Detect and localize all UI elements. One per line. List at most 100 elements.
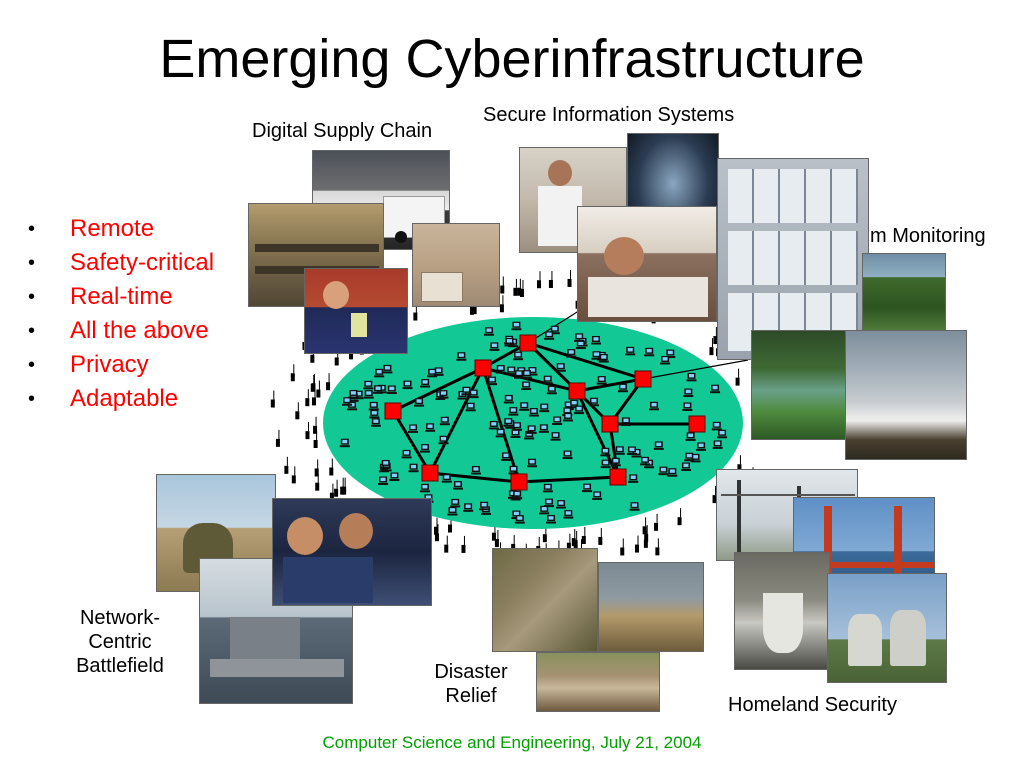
computer-node <box>649 401 660 411</box>
computer-node <box>658 466 669 476</box>
sensor-node <box>536 271 541 289</box>
sensor-node <box>737 455 742 473</box>
computer-node <box>644 347 655 357</box>
computer-node <box>685 432 696 441</box>
computer-node <box>521 370 532 379</box>
computer-node <box>710 384 721 394</box>
computer-node <box>513 370 524 379</box>
sensor-node <box>444 535 449 553</box>
computer-node <box>470 466 481 475</box>
computer-node <box>438 390 449 399</box>
computer-node <box>653 441 664 450</box>
computer-node <box>452 481 463 490</box>
sensor-node <box>677 508 682 526</box>
computer-node <box>620 417 631 426</box>
computer-node <box>591 351 602 360</box>
computer-node <box>682 402 693 411</box>
computer-node <box>574 405 585 415</box>
computer-node <box>339 438 350 448</box>
computer-node <box>370 418 381 427</box>
computer-node <box>380 459 391 469</box>
page-title: Emerging Cyberinfrastructure <box>159 29 865 89</box>
computer-node <box>456 352 467 361</box>
computer-node <box>487 376 498 386</box>
computer-nodes <box>339 321 728 524</box>
computer-node <box>544 331 555 340</box>
computer-node <box>631 448 642 458</box>
computer-node <box>420 379 431 388</box>
router-node <box>568 382 586 400</box>
computer-node <box>600 447 611 457</box>
computer-node <box>528 408 539 417</box>
router-node <box>609 468 627 486</box>
router-node <box>510 473 528 491</box>
computer-node <box>508 407 519 416</box>
computer-node <box>342 397 353 406</box>
caption-secure-information-systems: Secure Information Systems <box>483 104 735 126</box>
computer-node <box>686 372 697 382</box>
computer-node <box>479 501 490 511</box>
server-rack-photo <box>717 158 869 360</box>
sensor-node <box>642 517 647 535</box>
router-link <box>518 475 619 484</box>
computer-node <box>610 457 621 467</box>
headset-crew-photo <box>272 498 432 606</box>
computer-node <box>588 397 599 407</box>
computer-node <box>465 402 476 412</box>
sensor-node <box>305 389 310 407</box>
computer-node <box>419 444 430 453</box>
sensor-node <box>295 402 300 420</box>
caption-digital-supply-chain: Digital Supply Chain <box>252 120 433 142</box>
sensor-node <box>311 388 316 406</box>
computer-node <box>542 483 553 493</box>
bullet-item: •All the above <box>28 317 209 344</box>
computer-node <box>512 422 523 431</box>
computer-node <box>495 365 506 374</box>
sensor-node <box>511 534 516 552</box>
sensor-node <box>620 538 625 556</box>
bullet-text: Remote <box>70 215 155 242</box>
computer-node <box>552 416 563 426</box>
computer-node <box>519 402 530 411</box>
router-nodes <box>384 334 706 491</box>
router-node <box>601 415 619 433</box>
sensor-node <box>712 486 717 504</box>
router-node <box>688 415 706 433</box>
computer-node <box>495 428 506 438</box>
boxes-photo <box>412 223 500 307</box>
sensor-node <box>517 278 522 296</box>
sensor-node <box>316 380 321 398</box>
bullet-text: Safety-critical <box>70 249 215 276</box>
river-forest-photo <box>751 330 851 440</box>
worker-scanner-photo <box>304 268 408 354</box>
computer-node <box>527 458 538 468</box>
debris-photo <box>536 652 660 712</box>
router-node <box>384 402 402 420</box>
computer-node <box>680 462 691 471</box>
computer-node <box>626 446 637 455</box>
sensor-node <box>270 390 275 408</box>
sensor-node <box>290 364 295 382</box>
computer-node <box>447 506 458 516</box>
tornado-damage-photo <box>492 548 598 652</box>
computer-node <box>539 505 550 515</box>
router-link <box>391 410 432 474</box>
sensor-node <box>548 270 553 288</box>
collapsed-building-photo <box>598 562 704 652</box>
computer-node <box>629 502 640 511</box>
computer-node <box>625 346 636 356</box>
computer-node <box>484 327 495 336</box>
computer-node <box>401 449 412 459</box>
birds-photo <box>845 330 967 460</box>
computer-node <box>542 375 553 385</box>
computer-node <box>628 474 639 483</box>
computer-node <box>373 385 384 394</box>
computer-node <box>386 385 397 395</box>
computer-node <box>450 498 461 508</box>
computer-node <box>353 390 364 400</box>
computer-node <box>598 354 609 363</box>
sensor-node <box>433 517 438 535</box>
footer-text: Computer Science and Engineering, July 2… <box>322 733 702 752</box>
router-link <box>527 341 644 381</box>
computer-node <box>684 452 695 462</box>
